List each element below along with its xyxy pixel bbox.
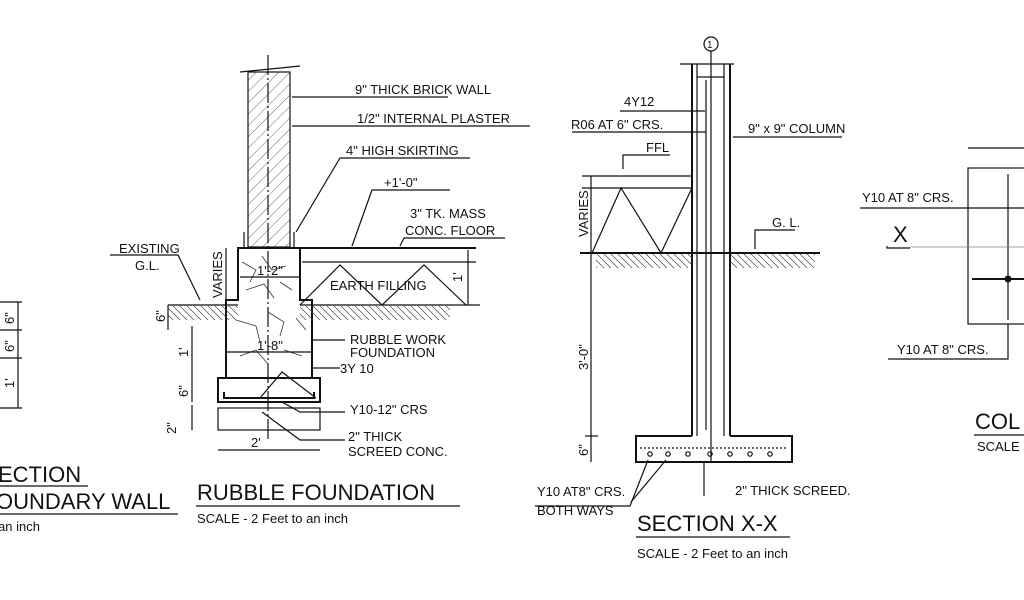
y10-top-label: Y10 AT 8" CRS. <box>862 190 954 205</box>
drawing-scale: SCALE <box>977 439 1020 454</box>
rubble-work-label: FOUNDATION <box>350 345 435 360</box>
existing-gl-label: EXISTING <box>119 241 180 256</box>
dim-label: 1' <box>2 378 17 388</box>
rubble-work-label: RUBBLE WORK <box>350 332 446 347</box>
column-section-partial: Y10 AT 8" CRS. X Y10 AT 8" CRS. COL SCAL… <box>860 147 1024 454</box>
dim-label: 1' <box>450 272 465 282</box>
y10-label: Y10 AT8" CRS. <box>537 484 625 499</box>
varies-label: VARIES <box>210 251 225 298</box>
links-label: R06 AT 6" CRS. <box>571 117 663 132</box>
dim-label: 6" <box>153 310 168 322</box>
dim-label: 6" <box>176 385 191 397</box>
screed-label: 2" THICK <box>348 429 403 444</box>
varies-label: VARIES <box>576 190 591 237</box>
gl-label: G. L. <box>772 215 800 230</box>
dim-label: 1'-8" <box>257 338 283 353</box>
column-label: 9" x 9" COLUMN <box>748 121 845 136</box>
dim-label: 2" <box>164 422 179 434</box>
dim-label: 1'-2" <box>257 263 283 278</box>
section-mark: X <box>893 222 908 247</box>
screed-label: SCREED CONC. <box>348 444 448 459</box>
drawing-title: SECTION X-X <box>637 511 778 536</box>
level-label: +1'-0" <box>384 175 418 190</box>
mass-concrete-label: CONC. FLOOR <box>405 223 495 238</box>
dim-label: 6" <box>2 340 17 352</box>
dim-label: 6" <box>576 444 591 456</box>
section-xx-drawing: 1 4Y12 <box>535 36 851 561</box>
dim-label: 3'-0" <box>576 344 591 370</box>
rubble-foundation-drawing: 9" THICK BRICK WALL 1/2" INTERNAL PLASTE… <box>110 55 530 526</box>
existing-gl-label: G.L. <box>135 258 160 273</box>
bars-label: 4Y12 <box>624 94 654 109</box>
drawing-title: RUBBLE FOUNDATION <box>197 480 435 505</box>
dim-label: 1' <box>176 347 191 357</box>
ffl-label: FFL <box>646 140 669 155</box>
skirting-label: 4" HIGH SKIRTING <box>346 143 459 158</box>
drawing-title: OUNDARY WALL <box>0 489 170 514</box>
drawing-title: ECTION <box>0 462 81 487</box>
earth-filling-label: EARTH FILLING <box>330 278 427 293</box>
bars-label: 3Y 10 <box>340 361 374 376</box>
drawing-title: COL <box>975 409 1020 434</box>
boundary-wall-partial: 6" 6" 1' ECTION OUNDARY WALL an inch <box>0 301 178 534</box>
dim-label: 2' <box>251 435 261 450</box>
drawing-scale: an inch <box>0 519 40 534</box>
drawing-scale: SCALE - 2 Feet to an inch <box>637 546 788 561</box>
both-ways-label: BOTH WAYS <box>537 503 614 518</box>
y10-label: Y10-12" CRS <box>350 402 428 417</box>
grid-marker: 1 <box>707 40 713 51</box>
rebar-dots <box>647 451 773 457</box>
plaster-label: 1/2" INTERNAL PLASTER <box>357 111 510 126</box>
dim-label: 6" <box>2 312 17 324</box>
y10-bottom-label: Y10 AT 8" CRS. <box>897 342 989 357</box>
drawing-scale: SCALE - 2 Feet to an inch <box>197 511 348 526</box>
brick-wall-label: 9" THICK BRICK WALL <box>355 82 491 97</box>
screed-label: 2" THICK SCREED. <box>735 483 851 498</box>
mass-concrete-label: 3" TK. MASS <box>410 206 486 221</box>
